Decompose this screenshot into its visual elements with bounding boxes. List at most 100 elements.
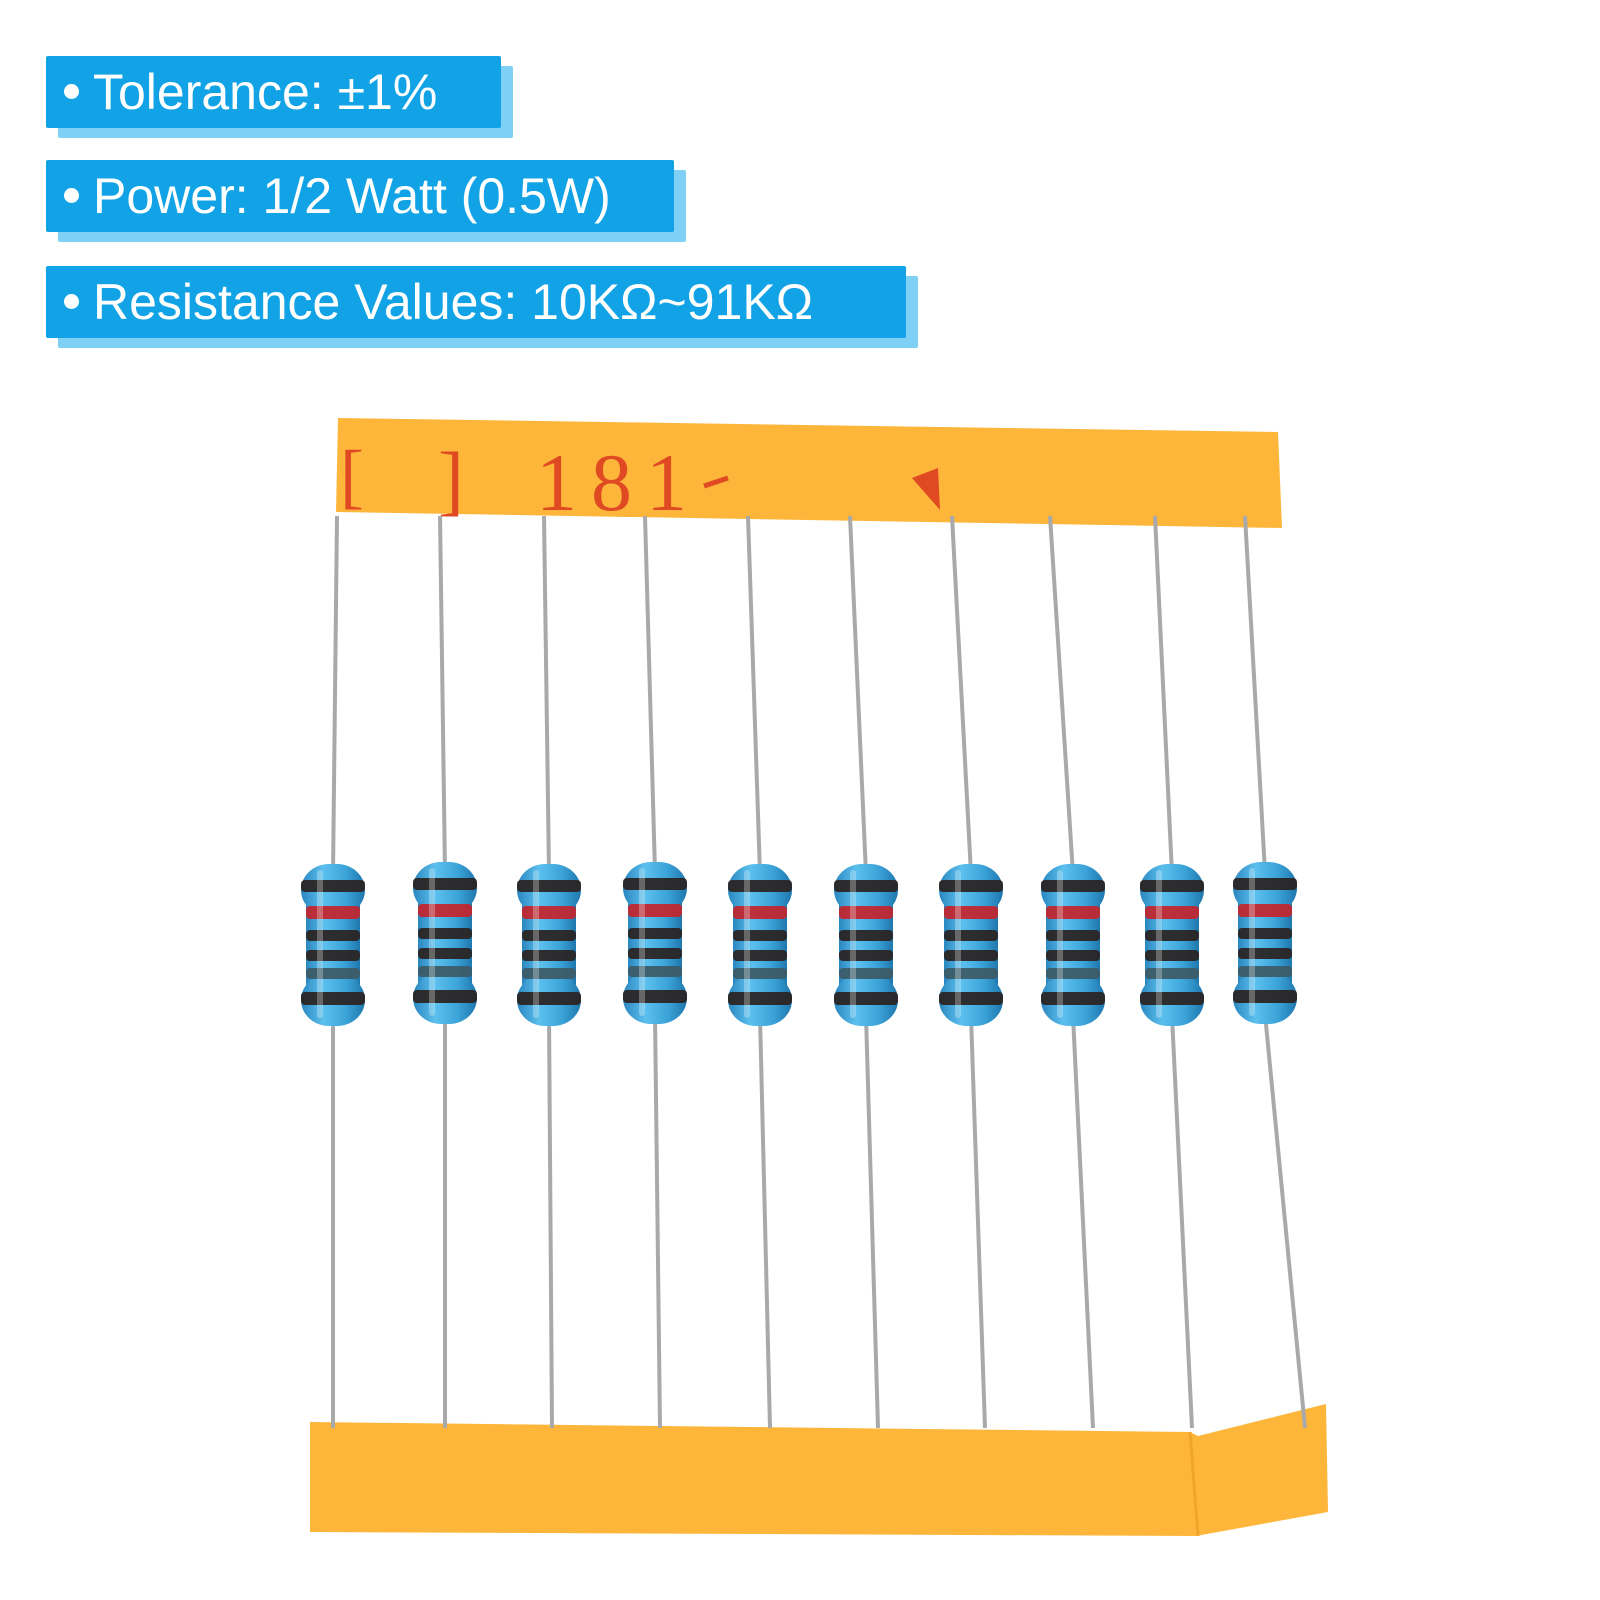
color-band [1041,880,1105,892]
lead-wire-top [643,515,657,873]
spec-label-face: Power: 1/2 Watt (0.5W) [46,160,674,232]
color-band [522,950,576,961]
color-band [1145,968,1199,979]
color-band [306,906,360,919]
color-band [522,930,576,941]
color-band [1238,904,1292,917]
body-highlight [1249,868,1255,1016]
color-band [839,950,893,961]
resistor [623,515,687,1429]
color-band [522,968,576,979]
resistor [413,515,477,1428]
bullet-icon [64,294,79,310]
color-band [839,930,893,941]
color-band [834,880,898,892]
bullet-icon [64,188,79,204]
lead-wire-top [438,515,447,873]
color-band [522,906,576,919]
color-band [418,928,472,939]
color-band [1046,906,1100,919]
color-band [1145,950,1199,961]
spec-label-face: Tolerance: ±1% [46,56,501,128]
body-highlight [1156,870,1162,1018]
bottom-tape [310,1404,1328,1536]
color-band [628,948,682,959]
color-band [1238,966,1292,977]
color-band [306,930,360,941]
color-band [1233,878,1297,890]
color-band [1238,928,1292,939]
color-band [944,906,998,919]
color-band [1145,906,1199,919]
body-highlight [429,868,435,1016]
color-band [301,992,365,1005]
resistor [517,515,581,1429]
body-highlight [317,870,323,1018]
color-band [1046,968,1100,979]
color-band [623,878,687,890]
lead-wire-bottom [1071,1015,1095,1429]
resistor [728,515,792,1429]
color-band [628,928,682,939]
spec-label-text: Tolerance: ±1% [93,64,438,120]
spec-label-text: Power: 1/2 Watt (0.5W) [93,168,611,224]
resistor-row [301,515,1307,1429]
color-band [1140,992,1204,1005]
spec-label-face: Resistance Values: 10KΩ~91KΩ [46,266,906,338]
lead-wire-top [848,515,868,875]
lead-wire-top [542,515,551,875]
resistor [1233,515,1307,1429]
color-band [1041,992,1105,1005]
color-band [517,992,581,1005]
color-band [728,880,792,892]
lead-wire-bottom [1263,1013,1307,1429]
color-band [1233,990,1297,1003]
color-band [839,906,893,919]
body-highlight [639,868,645,1016]
body-highlight [533,870,539,1018]
color-band [839,968,893,979]
color-band [1145,930,1199,941]
color-band [628,904,682,917]
color-band [413,990,477,1003]
lead-wire-top [1153,515,1174,875]
svg-text:[: [ [340,436,364,516]
spec-label-2: Power: 1/2 Watt (0.5W) [46,160,686,242]
color-band [418,966,472,977]
color-band [306,950,360,961]
color-band [623,990,687,1003]
lead-wire-top [746,515,762,875]
lead-wire-bottom [969,1015,987,1429]
resistor [939,515,1003,1429]
lead-wire-bottom [547,1015,554,1429]
spec-label-1: Tolerance: ±1% [46,56,513,138]
color-band [944,930,998,941]
color-band [306,968,360,979]
bullet-icon [64,84,79,100]
color-band [1140,880,1204,892]
resistor [1041,515,1105,1429]
lead-wire-top [1243,515,1267,873]
color-band [628,966,682,977]
color-band [728,992,792,1005]
color-band [834,992,898,1005]
color-band [301,880,365,892]
color-band [944,968,998,979]
color-band [1046,950,1100,961]
lead-wire-top [331,515,339,875]
color-band [1238,948,1292,959]
color-band [939,992,1003,1005]
color-band [733,930,787,941]
lead-wire-bottom [864,1015,880,1429]
color-band [418,904,472,917]
lead-wire-bottom [653,1013,662,1429]
spec-label-3: Resistance Values: 10KΩ~91KΩ [46,266,918,348]
color-band [517,880,581,892]
color-band [939,880,1003,892]
spec-label-text: Resistance Values: 10KΩ~91KΩ [93,274,814,330]
tape-marking: 181 [536,437,701,528]
color-band [418,948,472,959]
resistor [834,515,898,1429]
body-highlight [744,870,750,1018]
